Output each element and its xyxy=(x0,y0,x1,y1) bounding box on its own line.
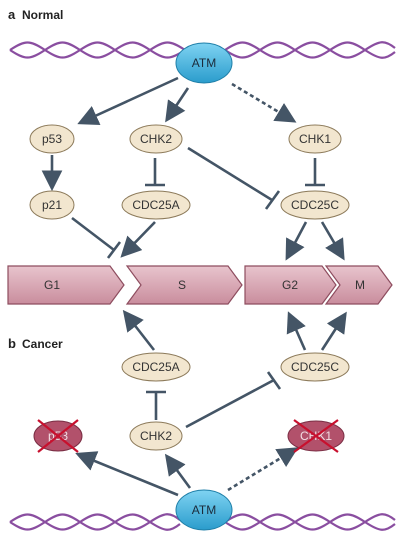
chk2-node-cancer: CHK2 xyxy=(129,421,183,451)
inhibit-chk2-to-cdc25c xyxy=(187,146,273,202)
arrow-atm-to-chk1-cancer xyxy=(227,447,299,492)
dna-helix-top xyxy=(9,41,396,59)
panel-b-title: Cancer xyxy=(22,337,63,351)
cdc25c-node: CDC25C xyxy=(280,190,350,220)
p53-label: p53 xyxy=(42,132,62,146)
atm-label-bottom: ATM xyxy=(192,503,216,517)
phase-s: S xyxy=(125,265,243,305)
p21-label: p21 xyxy=(42,198,62,212)
chk1-node: CHK1 xyxy=(288,124,342,154)
arrow-atm-to-p53-cancer xyxy=(75,451,179,497)
inhibit-bar-p21-s xyxy=(106,241,122,259)
cdc25c-node-cancer: CDC25C xyxy=(280,352,350,382)
chk2-label-cancer: CHK2 xyxy=(140,429,172,443)
inhibit-bar-chk2-cdc25c xyxy=(264,190,281,210)
phase-s-label: S xyxy=(178,278,186,292)
p53-node: p53 xyxy=(29,124,75,154)
arrow-atm-to-p53 xyxy=(77,76,179,125)
phase-g1: G1 xyxy=(7,265,125,305)
phase-m: M xyxy=(324,265,393,305)
p21-node: p21 xyxy=(29,190,75,220)
cross-mark-icon xyxy=(293,419,339,453)
arrow-atm-to-chk2 xyxy=(165,87,190,123)
cdc25a-node: CDC25A xyxy=(121,190,191,220)
phase-g2-label: G2 xyxy=(282,278,298,292)
arrow-atm-to-chk1 xyxy=(231,82,297,123)
phase-g1-label: G1 xyxy=(44,278,60,292)
arrow-cdc25c-to-m-cancer xyxy=(320,311,347,351)
cross-mark-icon xyxy=(37,419,79,453)
p53-node-cancer-inactive: p53 xyxy=(33,419,83,453)
arrow-atm-to-chk2-cancer xyxy=(164,453,192,489)
panel-a-letter: a xyxy=(8,7,16,22)
atm-node-bottom: ATM xyxy=(175,489,233,531)
cdc25a-node-cancer: CDC25A xyxy=(121,352,191,382)
chk1-node-cancer-inactive: CHK1 xyxy=(287,419,345,453)
inhibit-bar-chk2-cdc25c-cancer xyxy=(266,371,282,390)
panel-b-connectors xyxy=(75,309,347,497)
panel-a-connectors xyxy=(41,76,345,261)
panel-b-letter: b xyxy=(8,336,16,351)
cdc25c-label: CDC25C xyxy=(291,198,339,212)
cell-cycle-phases: G1 S G2 M xyxy=(7,265,393,305)
arrow-cdc25a-to-s xyxy=(120,221,156,258)
chk2-label: CHK2 xyxy=(140,132,172,146)
atm-label-top: ATM xyxy=(192,56,216,70)
cdc25a-label: CDC25A xyxy=(132,198,179,212)
inhibit-p21-to-s xyxy=(71,216,115,252)
arrow-cdc25a-to-s-cancer xyxy=(122,309,156,351)
cdc25c-label-cancer: CDC25C xyxy=(291,360,339,374)
cdc25a-label-cancer: CDC25A xyxy=(132,360,179,374)
inhibit-chk2-to-cdc25c-cancer xyxy=(185,378,275,429)
chk2-node: CHK2 xyxy=(129,124,183,154)
arrow-cdc25c-to-g2 xyxy=(285,221,308,261)
arrow-cdc25c-to-m xyxy=(320,221,345,261)
chk1-label: CHK1 xyxy=(299,132,331,146)
atm-node-top: ATM xyxy=(175,42,233,84)
arrow-cdc25c-to-g2-cancer xyxy=(286,311,307,351)
dna-helix-bottom xyxy=(9,513,396,531)
panel-a-title: Normal xyxy=(22,8,63,22)
phase-g2: G2 xyxy=(244,265,337,305)
phase-m-label: M xyxy=(355,278,365,292)
